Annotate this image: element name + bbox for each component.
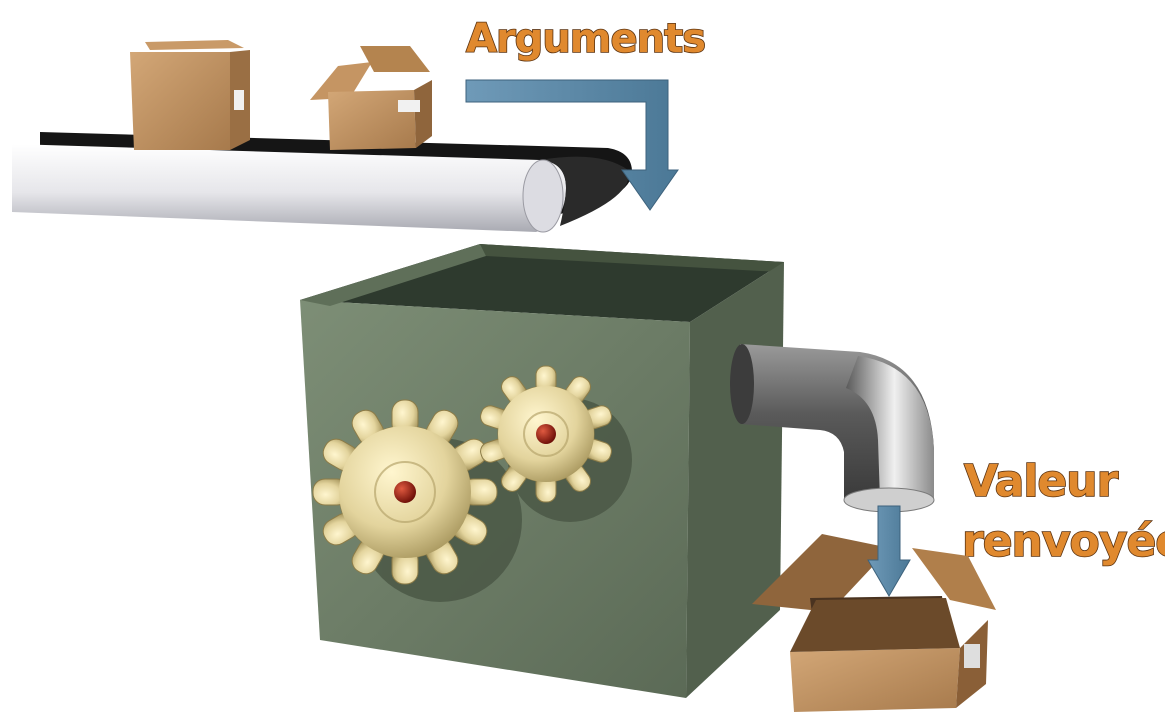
argument-box-1 — [130, 40, 250, 150]
argument-box-2 — [310, 46, 432, 150]
conveyor-belt — [12, 132, 632, 232]
arguments-label: Arguments — [466, 16, 705, 62]
return-value-label-line1: Valeur — [964, 456, 1119, 507]
return-value-label-line2: renvoyée — [962, 516, 1165, 567]
